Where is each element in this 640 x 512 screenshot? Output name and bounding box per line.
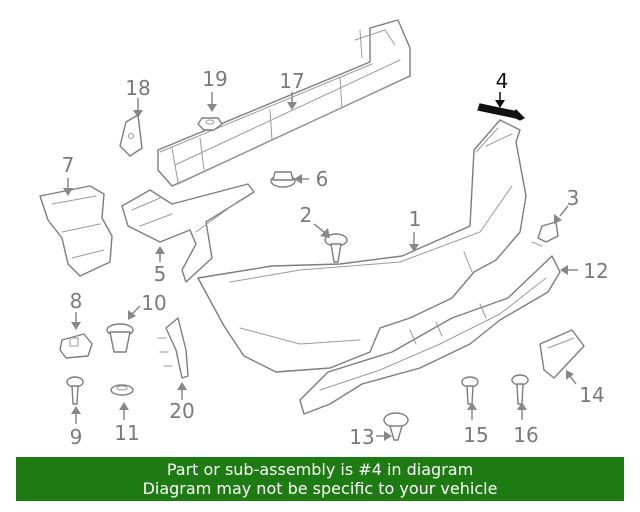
part-6-nut [270, 171, 296, 188]
part-4-highlighted-strip [477, 103, 526, 121]
part-2-clip [324, 233, 348, 263]
callout-2: 2 [300, 203, 313, 227]
callout-14: 14 [579, 383, 604, 407]
callout-10: 10 [141, 291, 166, 315]
part-7-side-bracket [39, 185, 113, 277]
banner-line-highlight: Part or sub-assembly is #4 in diagram [166, 460, 474, 479]
part-11-nut [110, 384, 134, 396]
part-18-bracket [119, 114, 143, 157]
callout-4: 4 [496, 69, 509, 93]
fitment-notice-banner: Part or sub-assembly is #4 in diagram Di… [16, 457, 624, 501]
leader-lines [63, 92, 578, 441]
part-19-nut [197, 117, 223, 131]
callout-1: 1 [409, 207, 422, 231]
callout-6: 6 [316, 167, 329, 191]
banner-line-disclaimer: Diagram may not be specific to your vehi… [142, 479, 498, 498]
callout-3: 3 [567, 186, 580, 210]
part-18-hole [128, 133, 134, 139]
parts-diagram: 4 18 19 17 7 6 2 1 3 5 12 8 10 20 14 9 1… [39, 19, 609, 449]
part-14-plate [539, 329, 585, 379]
callout-13: 13 [349, 425, 374, 449]
part-1-bumper-cover [197, 119, 527, 373]
part-13-clip [383, 412, 409, 441]
callout-7: 7 [62, 153, 75, 177]
part-15-screw [461, 376, 479, 405]
callout-17: 17 [279, 69, 304, 93]
part-17-reinforcement-bar [157, 19, 411, 187]
callout-5: 5 [154, 262, 167, 286]
part-16-screw [511, 374, 529, 405]
callout-16: 16 [513, 423, 538, 447]
callout-19: 19 [202, 67, 227, 91]
part-3-bracket [531, 221, 559, 247]
part-12-diffuser [299, 255, 561, 415]
callout-12: 12 [583, 259, 608, 283]
callout-20: 20 [169, 399, 194, 423]
part-20-strip [157, 317, 189, 379]
part-9-screw [66, 376, 84, 405]
part-8-clip-block [59, 333, 93, 359]
part-10-grommet [106, 323, 134, 353]
callout-18: 18 [125, 76, 150, 100]
part-5-mount-bracket [121, 183, 255, 283]
callout-15: 15 [463, 423, 488, 447]
callout-8: 8 [70, 289, 83, 313]
callout-11: 11 [114, 421, 139, 445]
callout-9: 9 [70, 425, 83, 449]
